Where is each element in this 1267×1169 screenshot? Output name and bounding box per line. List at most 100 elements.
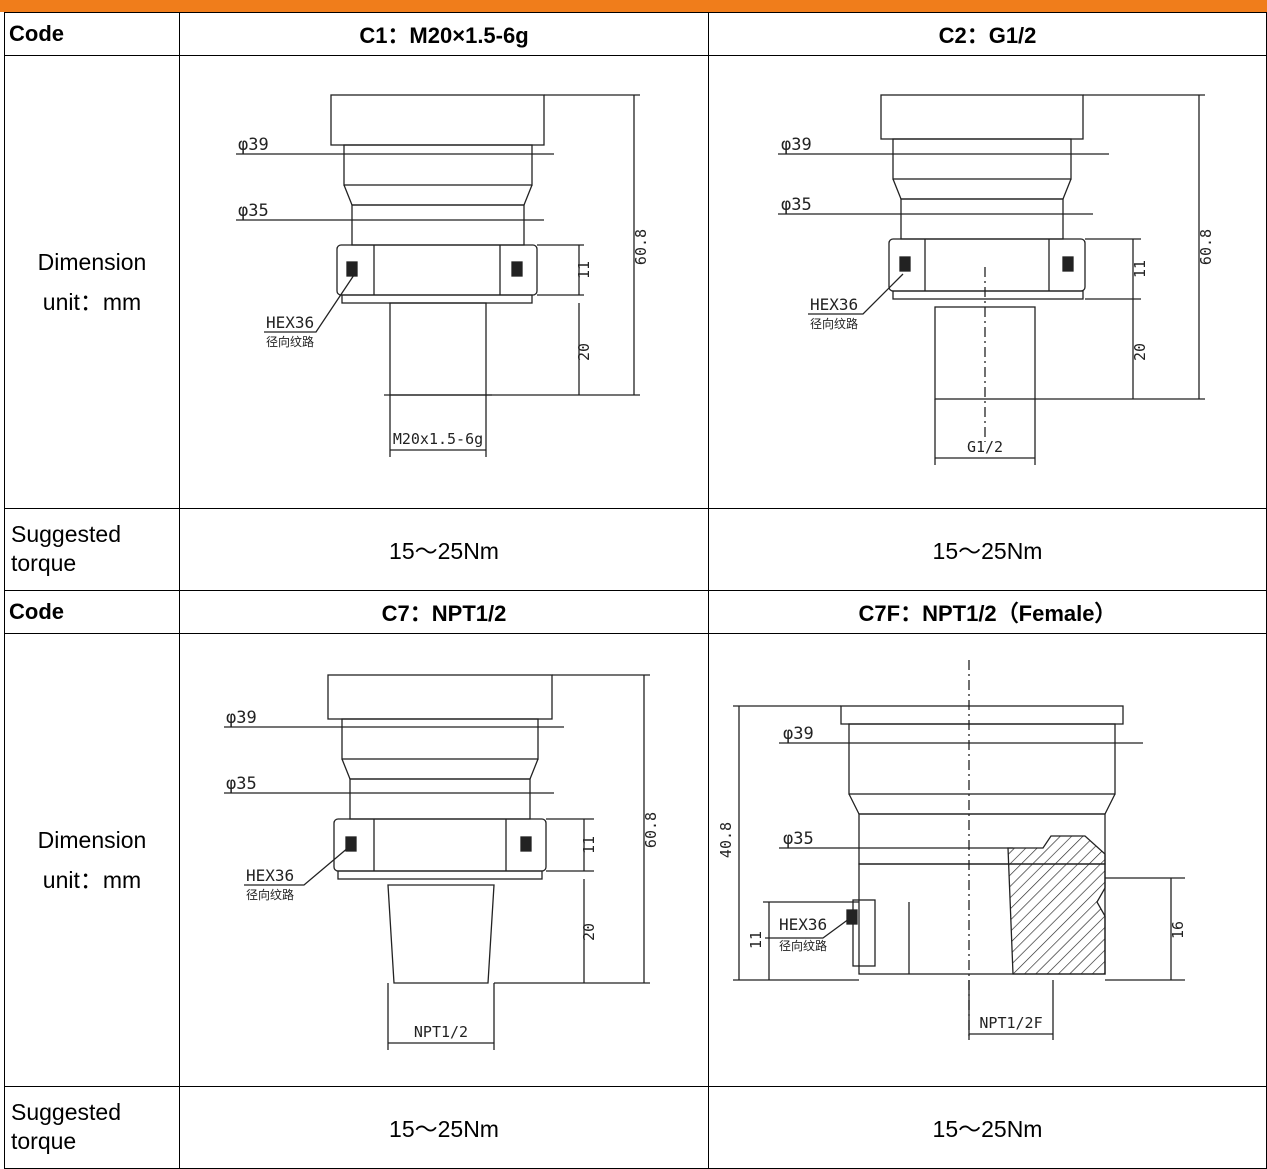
hex-face [851, 899, 876, 967]
torque-label-line2: torque [11, 1128, 77, 1155]
knurl-mark [520, 836, 532, 852]
hex-leader [244, 846, 350, 886]
d39-label: φ39 [238, 135, 269, 155]
process-connection-table: Code C1：M20×1.5-6g C2：G1/2 Dimension uni… [4, 12, 1267, 1169]
washer-shape [891, 290, 1084, 300]
hex-label: HEX36 [246, 866, 294, 885]
dim-total-label: 60.8 [1197, 229, 1215, 265]
thread-label: NPT1/2F [979, 1014, 1042, 1032]
dim-total-label: 60.8 [642, 812, 660, 848]
drawing-cell-c7f: φ39 φ35 HEX36 径向纹路 40.8 11 16 NPT1/2F [708, 632, 1267, 1087]
knurl-mark [511, 261, 523, 277]
drawing-cell-c7: φ39 φ35 HEX36 径向纹路 11 20 60.8 NPT1/2 [179, 632, 709, 1087]
knurl-mark [345, 836, 357, 852]
thread-label: M20x1.5-6g [393, 430, 483, 448]
dim-11-label: 11 [747, 931, 765, 949]
thread-shape [389, 302, 487, 396]
d35-label: φ35 [783, 829, 814, 849]
hex-note: 径向纹路 [246, 887, 294, 902]
hex-leader [807, 273, 903, 315]
knurl-mark [346, 261, 358, 277]
hex-label: HEX36 [810, 295, 858, 314]
dimension-row: Dimension unit：mm [4, 632, 1267, 1087]
dim-11-label: 11 [1131, 260, 1149, 278]
upper-body-shape [343, 144, 533, 186]
hex-label: HEX36 [779, 915, 827, 934]
upper-body-shape [341, 718, 539, 760]
torque-value-c2: 15～25Nm [708, 507, 1267, 591]
hex-nut-shape [333, 818, 547, 872]
thread-label: NPT1/2 [414, 1023, 468, 1041]
mid-body-shape [899, 198, 1064, 240]
dim-11-label: 11 [580, 836, 598, 854]
torque-row: Suggested torque 15～25Nm 15～25Nm [4, 1085, 1267, 1169]
thread-shape [387, 884, 495, 984]
d39-label: φ39 [781, 135, 812, 155]
torque-label-line1: Suggested [11, 521, 121, 548]
drawing-c7f: φ39 φ35 HEX36 径向纹路 40.8 11 16 NPT1/2F [717, 659, 1187, 1040]
drawing-c7: φ39 φ35 HEX36 径向纹路 11 20 60.8 NPT1/2 [224, 674, 660, 1050]
table-header-row: Code C7：NPT1/2 C7F：NPT1/2（Female） [4, 589, 1267, 634]
hex-nut-shape [336, 244, 538, 296]
dimension-label-line2: unit：mm [42, 288, 142, 315]
table-header-row: Code C1：M20×1.5-6g C2：G1/2 [4, 12, 1267, 56]
code-label: Code [4, 12, 180, 56]
dimension-label: Dimension unit：mm [4, 54, 180, 509]
drawing-cell-c2: φ39 φ35 HEX36 径向纹路 11 20 60.8 G1/2 [708, 54, 1267, 509]
hex-note: 径向纹路 [266, 334, 314, 349]
torque-label-line1: Suggested [11, 1099, 121, 1126]
drawing-cell-c1: φ39 φ35 HEX36 径向纹路 11 20 60.8 M20x1.5-6g [179, 54, 709, 509]
dim-20-label: 20 [580, 923, 598, 941]
section-header-bar [0, 0, 1267, 12]
connection-title-c1: C1：M20×1.5-6g [179, 12, 709, 56]
dimension-row: Dimension unit：mm [4, 54, 1267, 509]
d35-label: φ35 [238, 201, 269, 221]
drawing-c2: φ39 φ35 HEX36 径向纹路 11 20 60.8 G1/2 [777, 94, 1215, 465]
dim-20-label: 20 [1131, 343, 1149, 361]
dim-total-label: 60.8 [632, 229, 650, 265]
cap-shape [330, 94, 545, 146]
cap-shape [327, 674, 553, 720]
d35-label: φ35 [226, 774, 257, 794]
connection-title-c2: C2：G1/2 [708, 12, 1267, 56]
mid-body-shape [351, 204, 525, 246]
mid-body-shape [349, 778, 531, 820]
upper-body-shape [847, 723, 1116, 795]
knurl-mark [1061, 256, 1074, 272]
taper-shape [343, 184, 533, 206]
d35-label: φ35 [781, 195, 812, 215]
torque-label: Suggested torque [4, 1085, 180, 1169]
dim-20-label: 20 [575, 343, 593, 361]
connection-title-c7: C7：NPT1/2 [179, 589, 709, 634]
torque-row: Suggested torque 15～25Nm 15～25Nm [4, 507, 1267, 591]
hex-note: 径向纹路 [779, 938, 827, 953]
flange-shape [839, 705, 1124, 725]
dim-11-label: 11 [575, 261, 593, 279]
drawing-c1: φ39 φ35 HEX36 径向纹路 11 20 60.8 M20x1.5-6g [236, 94, 650, 457]
torque-label-line2: torque [11, 550, 77, 577]
dim-16-label: 16 [1169, 921, 1187, 939]
section-hatch [1006, 835, 1106, 975]
knurl-mark [898, 256, 911, 272]
dimension-label-line1: Dimension [37, 826, 147, 853]
torque-value-c1: 15～25Nm [179, 507, 709, 591]
d39-label: φ39 [783, 724, 814, 744]
hex-nut-shape [887, 238, 1086, 292]
code-label: Code [4, 589, 180, 634]
torque-value-c7f: 15～25Nm [708, 1085, 1267, 1169]
torque-value-c7: 15～25Nm [179, 1085, 709, 1169]
hex-label: HEX36 [266, 313, 314, 332]
thread-label: G1/2 [966, 438, 1002, 456]
dimension-label-line2: unit：mm [42, 866, 142, 893]
torque-label: Suggested torque [4, 507, 180, 591]
taper-shape [341, 758, 539, 780]
taper-shape [891, 178, 1072, 200]
upper-body-shape [891, 138, 1072, 180]
dimension-label-line1: Dimension [37, 248, 147, 275]
connection-title-c7f: C7F：NPT1/2（Female） [708, 589, 1267, 634]
d39-label: φ39 [226, 708, 257, 728]
hex-leader [764, 915, 853, 939]
hex-note: 径向纹路 [810, 316, 858, 331]
dim-total-label: 40.8 [717, 822, 735, 858]
washer-shape [337, 870, 543, 880]
